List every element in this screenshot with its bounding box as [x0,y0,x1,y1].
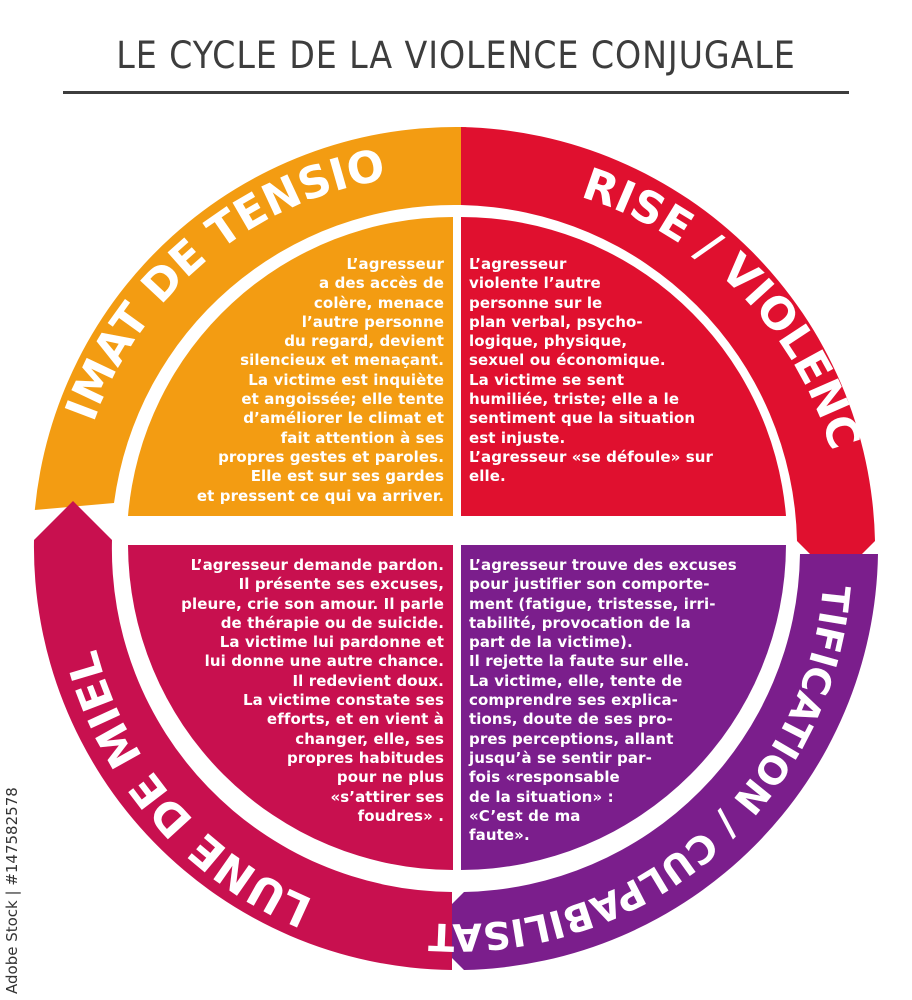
arc-climat-de-tension [34,126,506,511]
quadrant-tension [128,217,453,516]
quadrant-crise [461,216,786,516]
text-crise-violence: L’agresseur violente l’autre personne su… [469,255,714,486]
stock-id-text: Adobe Stock | #147582578 [3,787,21,994]
text-justification: L’agresseur trouve des excuses pour just… [469,556,737,845]
quadrant-lune-de-miel [128,545,453,870]
text-lune-de-miel: L’agresseur demande pardon. Il présente … [181,556,444,825]
arc-lune-de-miel [33,501,452,970]
text-climat-de-tension: L’agresseur a des accès de colère, menac… [196,255,444,505]
arc-crise-violence [461,127,875,580]
arc-justification-culpabilisation [425,554,878,970]
page-title: LE CYCLE DE LA VIOLENCE CONJUGALE [116,34,796,77]
title-underline [63,91,849,94]
quadrant-justification [461,545,786,870]
